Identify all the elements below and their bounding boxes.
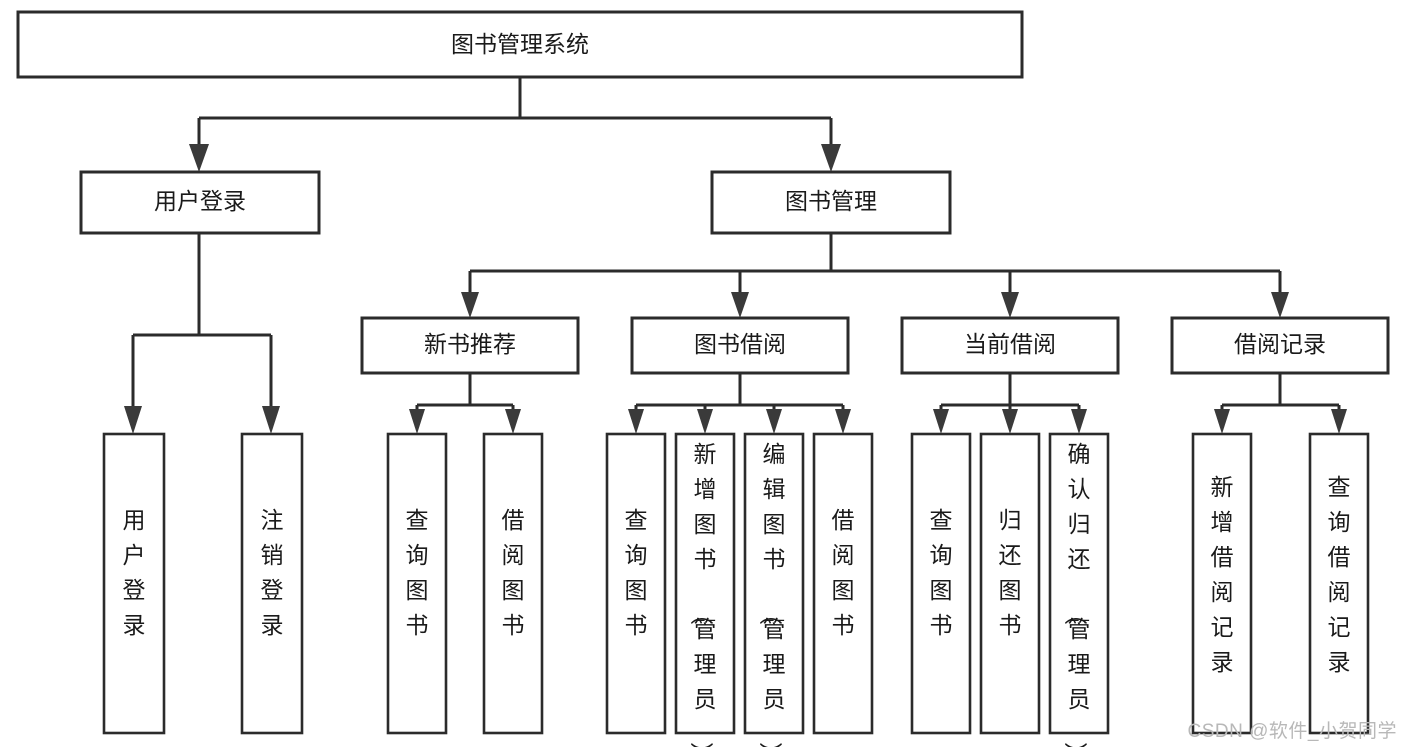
arrow-icon-user-login bbox=[189, 144, 209, 172]
arrow-icon-leaf-edit-book bbox=[766, 409, 782, 434]
node-label-leaf-query-record: 查询借阅记录 bbox=[1328, 474, 1351, 675]
node-book-borrow[interactable]: 图书借阅 bbox=[630, 316, 850, 375]
arrow-icon-leaf-query-book-2 bbox=[628, 409, 644, 434]
node-label-leaf-add-record: 新增借阅记录 bbox=[1211, 474, 1234, 675]
node-label-leaf-query-book-3: 查询图书 bbox=[930, 507, 953, 638]
node-leaf-return-book[interactable]: 归还图书 bbox=[979, 432, 1041, 735]
node-leaf-query-book-2[interactable]: 查询图书 bbox=[605, 432, 667, 735]
node-label-leaf-borrow-book-2: 借阅图书 bbox=[832, 507, 855, 638]
node-label-current-borrow: 当前借阅 bbox=[964, 331, 1056, 357]
node-box-leaf-query-book-2[interactable] bbox=[605, 432, 667, 735]
node-book-manage[interactable]: 图书管理 bbox=[710, 170, 952, 235]
node-box-leaf-query-record[interactable] bbox=[1308, 432, 1370, 735]
arrow-icon-leaf-add-record bbox=[1214, 409, 1230, 434]
arrow-icon-leaf-confirm-return bbox=[1071, 409, 1087, 434]
node-label-root: 图书管理系统 bbox=[451, 31, 589, 57]
node-label-leaf-query-book-1: 查询图书 bbox=[406, 507, 429, 638]
arrow-icon-leaf-user-login bbox=[124, 406, 142, 434]
arrow-icon-book-manage bbox=[821, 144, 841, 172]
node-box-borrow-record[interactable] bbox=[1170, 316, 1390, 375]
node-box-current-borrow[interactable] bbox=[900, 316, 1120, 375]
connector-group-new-book-recommend bbox=[409, 373, 521, 434]
arrow-icon-leaf-add-book bbox=[697, 409, 713, 434]
node-box-leaf-user-logout[interactable] bbox=[240, 432, 304, 735]
node-borrow-record[interactable]: 借阅记录 bbox=[1170, 316, 1390, 375]
arrow-icon-leaf-query-book-3 bbox=[933, 409, 949, 434]
node-label-user-login: 用户登录 bbox=[154, 188, 246, 214]
node-box-leaf-borrow-book-2[interactable] bbox=[812, 432, 874, 735]
node-root-book-management-system[interactable]: 图书管理系统 bbox=[16, 10, 1024, 79]
node-leaf-borrow-book-2[interactable]: 借阅图书 bbox=[812, 432, 874, 735]
node-leaf-add-record[interactable]: 新增借阅记录 bbox=[1191, 432, 1253, 735]
connector-group-borrow-record bbox=[1214, 373, 1347, 434]
node-label-leaf-user-logout: 注销登录 bbox=[261, 507, 284, 638]
node-leaf-user-login[interactable]: 用户登录 bbox=[102, 432, 166, 735]
arrow-icon-leaf-borrow-book-1 bbox=[505, 409, 521, 434]
node-box-leaf-edit-book[interactable] bbox=[743, 432, 805, 735]
node-label-leaf-edit-book: 编辑图书（管理员） bbox=[758, 441, 786, 747]
node-box-leaf-user-login[interactable] bbox=[102, 432, 166, 735]
node-label-leaf-borrow-book-1: 借阅图书 bbox=[502, 507, 525, 638]
node-box-leaf-add-record[interactable] bbox=[1191, 432, 1253, 735]
arrow-icon-borrow-record bbox=[1271, 292, 1289, 318]
node-label-new-book-recommend: 新书推荐 bbox=[424, 331, 516, 357]
node-box-leaf-add-book[interactable] bbox=[674, 432, 736, 735]
node-label-leaf-query-book-2: 查询图书 bbox=[625, 507, 648, 638]
node-label-leaf-confirm-return: 确认归还（管理员） bbox=[1063, 441, 1091, 747]
arrow-icon-leaf-return-book bbox=[1002, 409, 1018, 434]
node-user-login[interactable]: 用户登录 bbox=[79, 170, 321, 235]
arrow-icon-leaf-borrow-book-2 bbox=[835, 409, 851, 434]
node-box-leaf-confirm-return[interactable] bbox=[1048, 432, 1110, 735]
node-leaf-query-book-1[interactable]: 查询图书 bbox=[386, 432, 448, 735]
node-leaf-add-book[interactable]: 新增图书（管理员） bbox=[674, 432, 736, 747]
node-box-user-login[interactable] bbox=[79, 170, 321, 235]
node-leaf-edit-book[interactable]: 编辑图书（管理员） bbox=[743, 432, 805, 747]
node-box-leaf-borrow-book-1[interactable] bbox=[482, 432, 544, 735]
arrow-icon-leaf-user-logout bbox=[262, 406, 280, 434]
node-leaf-query-record[interactable]: 查询借阅记录 bbox=[1308, 432, 1370, 735]
node-box-book-manage[interactable] bbox=[710, 170, 952, 235]
connector-group-book-borrow bbox=[628, 373, 851, 434]
node-box-book-borrow[interactable] bbox=[630, 316, 850, 375]
node-label-book-manage: 图书管理 bbox=[785, 188, 877, 214]
node-box-new-book-recommend[interactable] bbox=[360, 316, 580, 375]
node-current-borrow[interactable]: 当前借阅 bbox=[900, 316, 1120, 375]
arrow-icon-leaf-query-book-1 bbox=[409, 409, 425, 434]
node-box-leaf-query-book-1[interactable] bbox=[386, 432, 448, 735]
node-leaf-query-book-3[interactable]: 查询图书 bbox=[910, 432, 972, 735]
arrow-icon-new-book-recommend bbox=[461, 292, 479, 318]
node-label-leaf-return-book: 归还图书 bbox=[999, 507, 1022, 638]
node-box-leaf-query-book-3[interactable] bbox=[910, 432, 972, 735]
node-label-leaf-add-book: 新增图书（管理员） bbox=[689, 441, 717, 747]
node-box-leaf-return-book[interactable] bbox=[979, 432, 1041, 735]
node-leaf-borrow-book-1[interactable]: 借阅图书 bbox=[482, 432, 544, 735]
arrow-icon-current-borrow bbox=[1001, 292, 1019, 318]
arrow-icon-book-borrow bbox=[731, 292, 749, 318]
node-new-book-recommend[interactable]: 新书推荐 bbox=[360, 316, 580, 375]
arrow-icon-leaf-query-record bbox=[1331, 409, 1347, 434]
node-leaf-user-logout[interactable]: 注销登录 bbox=[240, 432, 304, 735]
node-label-leaf-user-login: 用户登录 bbox=[123, 507, 146, 638]
connector-group-current-borrow bbox=[933, 373, 1087, 434]
node-label-book-borrow: 图书借阅 bbox=[694, 331, 786, 357]
node-label-borrow-record: 借阅记录 bbox=[1234, 331, 1326, 357]
connector-group-root bbox=[189, 77, 841, 172]
node-leaf-confirm-return[interactable]: 确认归还（管理员） bbox=[1048, 432, 1110, 747]
connector-group-book-manage bbox=[461, 233, 1289, 318]
connector-group-user-login bbox=[124, 233, 280, 434]
node-box-root[interactable] bbox=[16, 10, 1024, 79]
